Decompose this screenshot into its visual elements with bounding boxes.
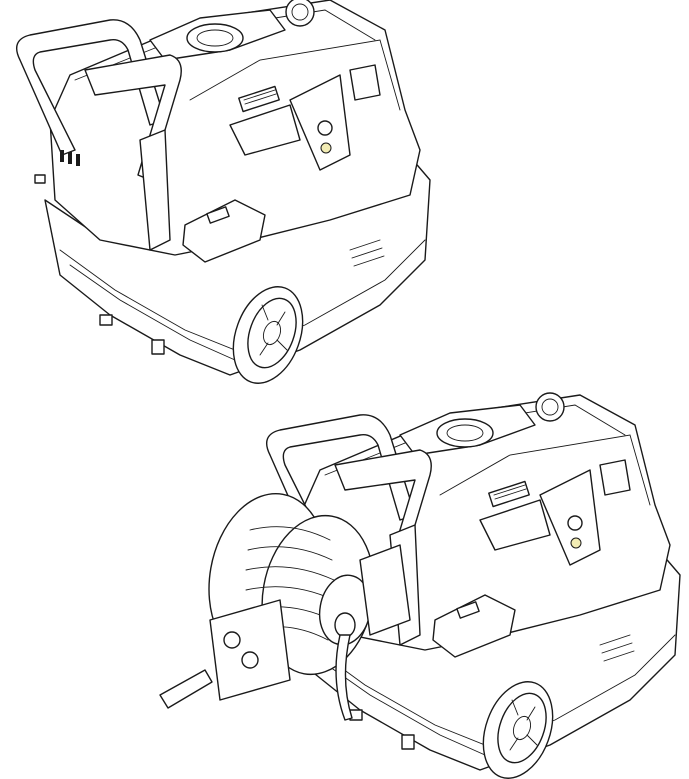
spray-lance-holder <box>159 599 291 709</box>
pressure-washer-standard <box>15 0 431 394</box>
